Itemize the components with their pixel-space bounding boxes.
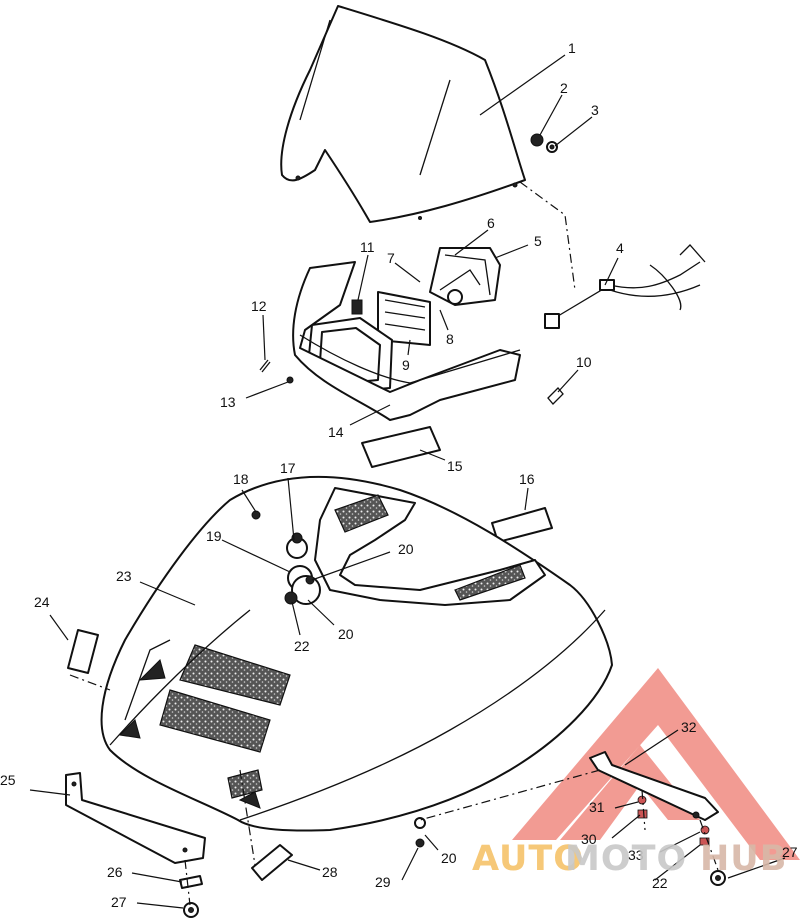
callout-label: 27 — [782, 844, 798, 860]
nut-22 — [699, 837, 710, 846]
bulb — [351, 299, 363, 315]
dashed-guide-3 — [184, 859, 191, 906]
dashed-guide-1 — [519, 181, 576, 291]
clip-27-right — [710, 870, 726, 886]
callout-label: 29 — [375, 874, 391, 890]
callout-labels: 1 2 3 4 5 6 7 8 9 10 11 12 13 14 15 16 1… — [0, 40, 798, 910]
callout-label: 6 — [487, 215, 495, 231]
dashed-guide-4 — [239, 769, 256, 866]
callout-label: 13 — [220, 394, 236, 410]
watermark-hub: HUB — [700, 839, 787, 879]
callout-label: 25 — [0, 772, 16, 788]
callout-label: 10 — [576, 354, 592, 370]
watermark-auto: AUTO — [472, 839, 584, 879]
watermark-logo — [512, 668, 800, 860]
callout-label: 24 — [34, 594, 50, 610]
callout-label: 3 — [591, 102, 599, 118]
hood — [100, 475, 613, 832]
windshield-hardware — [530, 133, 558, 153]
callout-label: 20 — [338, 626, 354, 642]
decal-15 — [361, 426, 441, 468]
spacer-30 — [637, 809, 648, 819]
pad-24 — [67, 629, 99, 674]
bracket-25 — [65, 772, 206, 864]
screw-10 — [547, 387, 564, 405]
callout-label: 20 — [398, 541, 414, 557]
callout-label: 5 — [534, 233, 542, 249]
callout-label: 30 — [581, 831, 597, 847]
windshield — [280, 5, 526, 223]
pad-28 — [251, 844, 293, 881]
dashed-guide-2 — [69, 674, 111, 691]
wiring-harness — [544, 244, 706, 329]
callout-label: 8 — [446, 331, 454, 347]
callout-label: 15 — [447, 458, 463, 474]
callout-label: 4 — [616, 240, 624, 256]
headlamp — [377, 289, 463, 346]
watermark-text: AUTO MOTO HUB — [472, 839, 787, 879]
callout-label: 23 — [116, 568, 132, 584]
callout-label: 27 — [111, 894, 127, 910]
callout-label: 2 — [560, 80, 568, 96]
callout-label: 28 — [322, 864, 338, 880]
dashed-guide-7 — [641, 789, 646, 831]
callout-label: 22 — [294, 638, 310, 654]
bracket-32 — [589, 751, 719, 821]
callout-label: 7 — [387, 250, 395, 266]
screw-12 — [259, 359, 271, 373]
dash-panel — [292, 261, 521, 421]
grommet-20 — [414, 817, 426, 829]
pin-26 — [179, 875, 203, 889]
callout-label: 31 — [589, 799, 605, 815]
watermark-moto: MOTO — [565, 839, 687, 879]
washer-13 — [286, 376, 294, 384]
callout-label: 26 — [107, 864, 123, 880]
hood-hardware — [251, 510, 321, 605]
leader-lines — [29, 54, 786, 909]
callout-label: 9 — [402, 357, 410, 373]
callout-label: 16 — [519, 471, 535, 487]
callout-label: 20 — [441, 850, 457, 866]
dashed-guide-6 — [699, 819, 719, 871]
callout-label: 32 — [681, 719, 697, 735]
headlight-housing — [429, 247, 501, 306]
decal-16 — [491, 507, 553, 543]
callout-label: 18 — [233, 471, 249, 487]
callout-label: 1 — [568, 40, 576, 56]
callout-label: 19 — [206, 528, 222, 544]
callout-label: 12 — [251, 298, 267, 314]
dashed-guide-5 — [419, 769, 601, 821]
callout-label: 33 — [628, 847, 644, 863]
callout-label: 22 — [652, 875, 668, 891]
nut-29 — [415, 838, 425, 848]
clip-27-left — [183, 902, 199, 918]
callout-label: 17 — [280, 460, 296, 476]
callout-label: 14 — [328, 424, 344, 440]
callout-label: 11 — [360, 239, 375, 255]
